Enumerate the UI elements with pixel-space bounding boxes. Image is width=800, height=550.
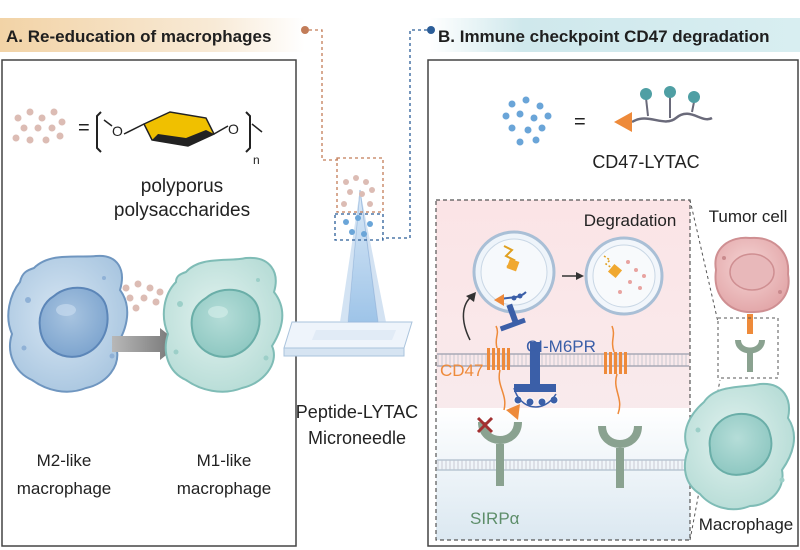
ci-m6pr-label: CI-M6PR (526, 337, 596, 356)
m2-label-line2: macrophage (17, 479, 112, 498)
microneedle-tip-box-a (336, 157, 384, 213)
macrophage-cell-right (683, 382, 796, 511)
zoom-inset-frame (435, 199, 691, 541)
m2-label-line1: M2-like (37, 451, 92, 470)
connector-line-b (382, 29, 427, 239)
cd47-receptor-left (487, 325, 520, 420)
microneedle-tip-box-b (334, 213, 384, 241)
panel-b-header: B. Immune checkpoint CD47 degradation (438, 27, 770, 46)
panel-a-header: A. Re-education of macrophages (6, 27, 271, 46)
m2-macrophage-cell (7, 254, 129, 393)
compound-name-line2: polysaccharides (114, 200, 250, 221)
oxygen-right: O (228, 121, 239, 137)
ci-m6pr-internalized (499, 303, 526, 332)
m1-label-line2: macrophage (177, 479, 272, 498)
tumor-membrane (437, 459, 689, 471)
header-b-background (430, 18, 800, 52)
cd47-receptor-right (604, 325, 627, 415)
compound-name-line1: polyporus (141, 176, 223, 197)
sirp-alpha-label: SIRPα (470, 509, 520, 528)
connector-dot-a (301, 26, 309, 34)
cd47-label: CD47 (440, 361, 483, 380)
degradation-arrow-head (576, 272, 584, 280)
polymer-subscript: n (253, 153, 260, 167)
cd47-lytac-structure (614, 86, 713, 132)
m1-macrophage-cell (162, 256, 284, 393)
lysosome (584, 236, 664, 316)
header-a-background (0, 18, 305, 52)
lytac-dots (502, 96, 552, 146)
oxygen-left: O (112, 123, 123, 139)
conversion-arrow (112, 328, 180, 360)
tumor-cell-label: Tumor cell (709, 207, 788, 226)
equals-sign-b: = (574, 111, 586, 133)
endosome (472, 230, 556, 314)
microneedle (283, 157, 413, 357)
connector-dot-b (427, 26, 435, 34)
equals-sign-a: = (78, 117, 90, 139)
ci-m6pr-receptor (513, 342, 559, 408)
conversion-dots (122, 280, 164, 312)
connector-line-a (309, 29, 340, 161)
microneedle-label-line2: Microneedle (308, 428, 406, 448)
contact-zoom-box (717, 317, 779, 379)
blocked-interaction-x (476, 416, 494, 434)
polysaccharide-dots (12, 108, 66, 144)
zoom-connector-top (689, 199, 719, 323)
macrophage-label: Macrophage (699, 515, 794, 534)
sirp-alpha-right (598, 425, 642, 488)
lytac-label: CD47-LYTAC (592, 152, 699, 172)
microneedle-label-line1: Peptide-LYTAC (296, 402, 418, 422)
polymer-structure: O O n (96, 111, 263, 167)
cell-contact-receptors (735, 314, 765, 372)
m1-label-line1: M1-like (197, 451, 252, 470)
degradation-label: Degradation (584, 211, 677, 230)
tumor-cell (714, 236, 790, 314)
internalization-arrow-head (466, 292, 476, 302)
